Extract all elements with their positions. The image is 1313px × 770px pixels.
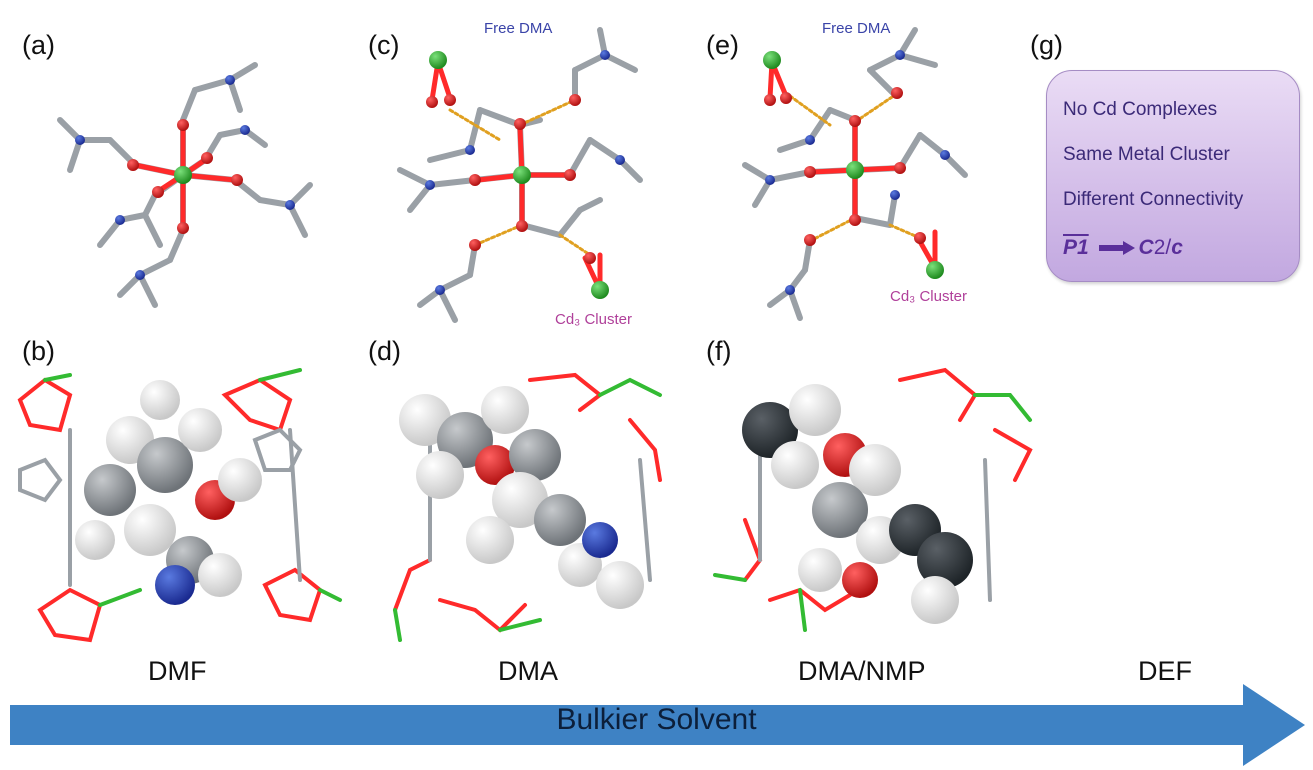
complex-a (57, 62, 313, 308)
space-group-to-suffix: c (1171, 236, 1183, 259)
cd3-cluster-label-c: Cd₃ Cluster (555, 311, 632, 328)
solvent-label-dma-nmp: DMA/NMP (798, 656, 926, 686)
summary-box: No Cd Complexes Same Metal Cluster Diffe… (1046, 70, 1300, 282)
panel-label-e: (e) (706, 30, 739, 60)
panel-label-b: (b) (22, 336, 55, 366)
bulkier-solvent-arrow (10, 684, 1305, 766)
panel-label-c: (c) (368, 30, 400, 60)
free-dma-label-e: Free DMA (822, 20, 891, 37)
summary-line-1: No Cd Complexes (1063, 99, 1218, 120)
cd3-cluster-label-e: Cd₃ Cluster (890, 288, 967, 305)
summary-line-3: Different Connectivity (1063, 189, 1244, 210)
right-arrow-icon (1098, 241, 1135, 256)
panel-label-f: (f) (706, 336, 732, 366)
complex-e (742, 27, 968, 321)
space-group-from: P1 (1063, 236, 1089, 259)
framework-b (17, 368, 342, 643)
solvent-label-def: DEF (1138, 656, 1192, 686)
summary-line-2: Same Metal Cluster (1063, 144, 1230, 165)
framework-f (713, 367, 1033, 632)
solvent-label-dma: DMA (498, 656, 558, 686)
space-group-to-number: 2/ (1153, 236, 1172, 259)
free-dma-label-c: Free DMA (484, 20, 553, 37)
panel-label-g: (g) (1030, 30, 1063, 60)
framework-d (393, 372, 662, 642)
arrow-label: Bulkier Solvent (556, 703, 757, 736)
space-group-to-prefix: C (1138, 236, 1154, 259)
panel-label-a: (a) (22, 30, 55, 60)
complex-c (397, 27, 643, 323)
space-group-transition: P1 C2/c (1063, 236, 1183, 260)
solvent-label-dmf: DMF (148, 656, 207, 686)
panel-label-d: (d) (368, 336, 401, 366)
